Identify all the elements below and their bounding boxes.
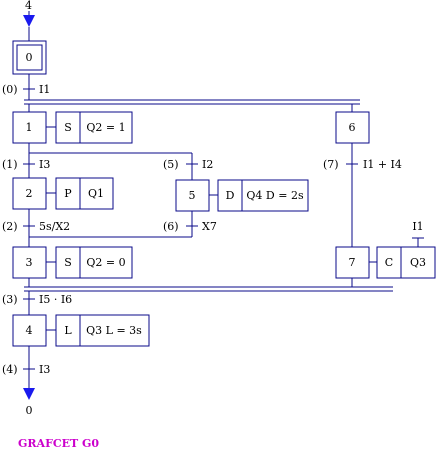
transition-5-number: (5) xyxy=(163,158,179,171)
step-4-action-text: Q3 L = 3s xyxy=(86,324,142,337)
step-5[interactable]: 5 xyxy=(175,179,210,212)
step-4-action-qualifier xyxy=(55,314,81,347)
entry-label: 4 xyxy=(25,0,32,12)
step-3-qualifier: S xyxy=(64,256,72,269)
step-7-qualifier: C xyxy=(385,256,393,269)
transition-4-condition: I3 xyxy=(39,363,50,376)
step-7-action-qualifier xyxy=(376,246,402,279)
step-7-label: 7 xyxy=(349,256,356,269)
step-3[interactable]: 3 xyxy=(12,246,47,279)
step-3-action-qualifier xyxy=(55,246,81,279)
step-4[interactable]: 4 xyxy=(12,314,47,347)
transition-7-number: (7) xyxy=(323,158,339,171)
step-3-action xyxy=(79,246,133,279)
transition-6-number: (6) xyxy=(163,220,179,233)
transition-2-number: (2) xyxy=(2,220,18,233)
diagram-title: GRAFCET G0 xyxy=(18,437,99,450)
transition-0-number: (0) xyxy=(2,83,18,96)
transition-0-condition: I1 xyxy=(39,83,50,96)
step-1-qualifier: S xyxy=(64,121,72,134)
transition-3-condition: I5 · I6 xyxy=(39,293,72,306)
step-2-qualifier: P xyxy=(64,187,72,200)
exit-label: 0 xyxy=(26,404,33,417)
step-1-action-text: Q2 = 1 xyxy=(86,121,125,134)
transition-4-number: (4) xyxy=(2,363,18,376)
step-2[interactable]: 2 xyxy=(12,177,47,210)
step-6-label: 6 xyxy=(349,121,356,134)
transition-6-condition: X7 xyxy=(202,220,217,233)
step-1[interactable]: 1 xyxy=(12,111,47,144)
entry-arrow-icon xyxy=(23,15,35,27)
step-5-action-text: Q4 D = 2s xyxy=(246,189,304,202)
step-3-label: 3 xyxy=(26,256,33,269)
step-2-label: 2 xyxy=(26,187,33,200)
step-2-action-qualifier xyxy=(55,177,81,210)
step-5-label: 5 xyxy=(189,189,196,202)
step-5-action xyxy=(241,179,309,212)
step-1-label: 1 xyxy=(26,121,33,134)
step-0[interactable]: 0 xyxy=(12,40,47,75)
step-5-action-qualifier xyxy=(217,179,243,212)
step-0-label: 0 xyxy=(26,51,33,64)
step-4-action xyxy=(79,314,150,347)
exit-arrow-icon xyxy=(23,388,35,400)
step-6[interactable]: 6 xyxy=(335,111,370,144)
step-7-action-text: Q3 xyxy=(410,256,426,269)
step-2-action-text: Q1 xyxy=(88,187,104,200)
step-4-label: 4 xyxy=(26,324,33,337)
transition-1-condition: I3 xyxy=(39,158,50,171)
transition-5-condition: I2 xyxy=(202,158,213,171)
step-7[interactable]: 7 xyxy=(335,246,370,279)
transition-3-number: (3) xyxy=(2,293,18,306)
step-4-qualifier: L xyxy=(64,324,72,337)
step-7-action-condition: I1 xyxy=(412,220,423,233)
step-5-qualifier: D xyxy=(226,189,235,202)
step-3-action-text: Q2 = 0 xyxy=(86,256,125,269)
step-1-action xyxy=(79,111,133,144)
transition-1-number: (1) xyxy=(2,158,18,171)
step-7-action xyxy=(400,246,436,279)
step-2-action xyxy=(79,177,114,210)
transition-7-condition: I1 + I4 xyxy=(363,158,402,171)
transition-2-condition: 5s/X2 xyxy=(39,220,70,233)
